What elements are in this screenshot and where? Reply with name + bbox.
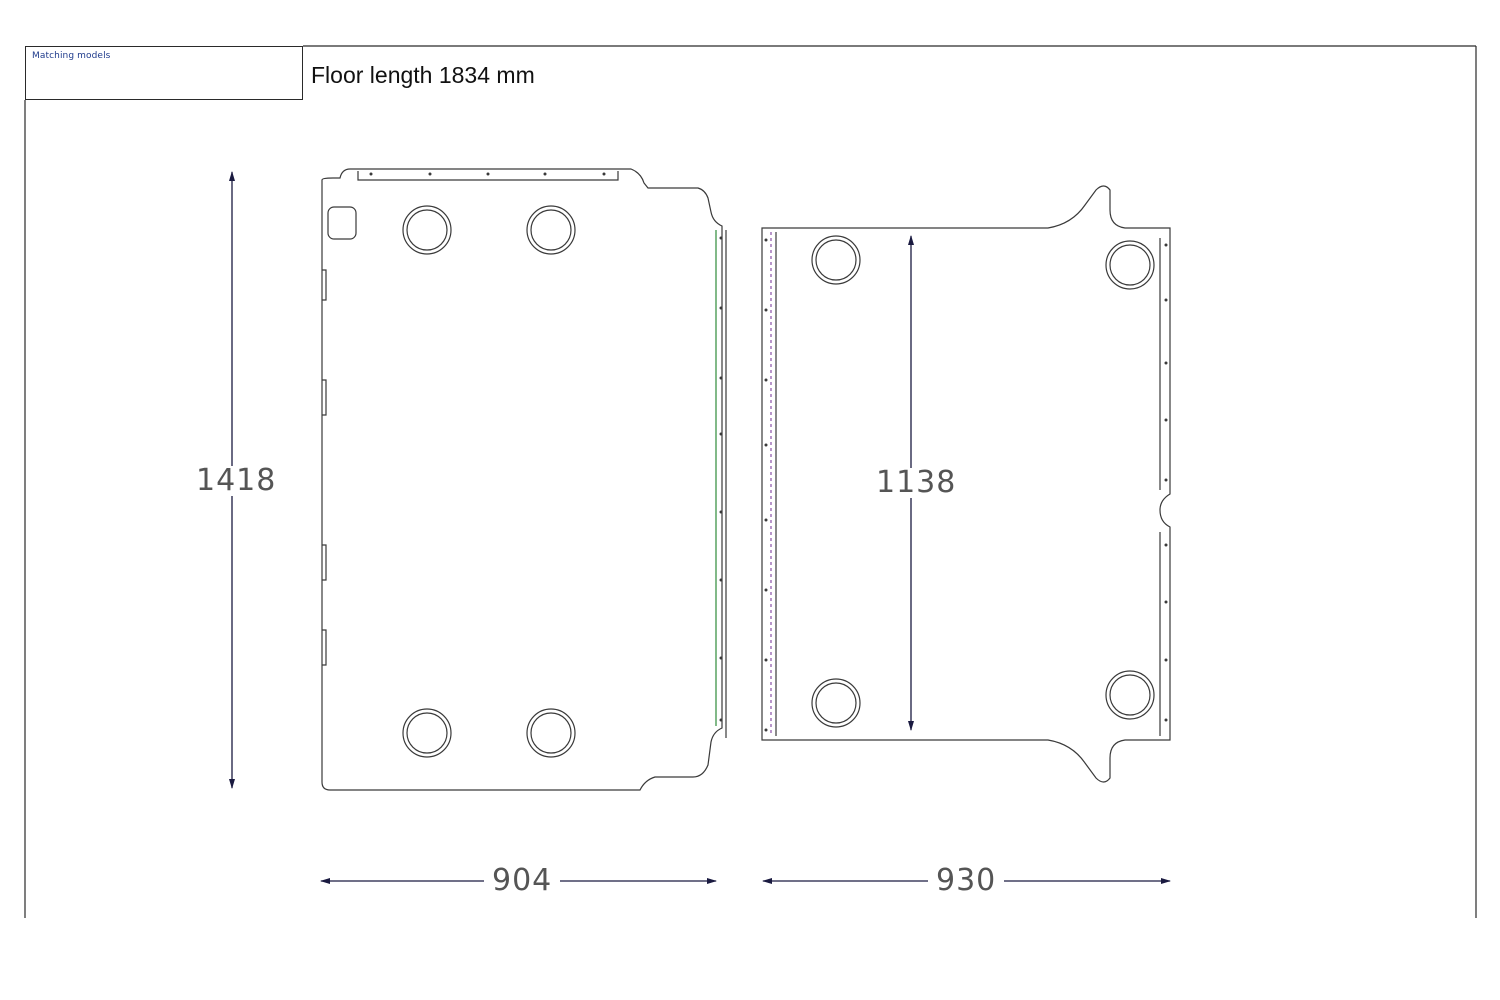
left-panel-fasteners	[369, 172, 723, 722]
left-floor-panel	[321, 168, 727, 791]
dim-label-right-inner-height: 1138	[874, 465, 959, 500]
right-panel-fasteners	[764, 238, 1168, 732]
title-block: Matching models	[25, 46, 303, 100]
right-panel-tie-down-rings	[811, 235, 1155, 728]
left-panel-tie-down-rings	[402, 205, 576, 758]
sheet-frame	[24, 45, 1477, 918]
dim-label-right-width: 930	[928, 866, 1005, 896]
right-floor-panel	[761, 185, 1171, 783]
left-panel-outline	[321, 168, 723, 791]
floor-length-heading: Floor length 1834 mm	[311, 62, 535, 88]
dim-label-left-width: 904	[484, 866, 561, 896]
left-panel-square-cutout	[327, 206, 357, 240]
dim-label-left-height: 1418	[194, 463, 279, 498]
matching-models-label: Matching models	[32, 51, 111, 61]
right-panel-outline	[761, 185, 1171, 783]
